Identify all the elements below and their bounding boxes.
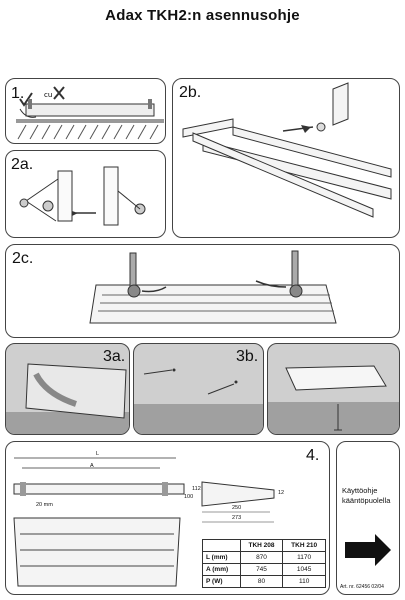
panel-step-2a: 2a. bbox=[5, 150, 166, 238]
panel-step-3b: 3b. bbox=[133, 343, 264, 435]
table-cell: 110 bbox=[282, 575, 326, 588]
table-header-row: TKH 208 TKH 210 bbox=[202, 539, 326, 552]
arrow-right-icon bbox=[345, 534, 391, 566]
panel-step-3c bbox=[267, 343, 400, 435]
step-3b-label: 3b. bbox=[236, 348, 259, 365]
step-2a-label: 2a. bbox=[11, 156, 34, 173]
table-header-cell: TKH 208 bbox=[239, 539, 284, 552]
table-row: A (mm) 745 1045 bbox=[202, 563, 326, 576]
step-2a-illustration bbox=[19, 166, 146, 226]
panel-step-3a: 3a. bbox=[5, 343, 130, 435]
dim-L: L bbox=[96, 451, 100, 457]
step-3a-illustration bbox=[6, 363, 129, 434]
step-1-label: 1. bbox=[11, 85, 25, 102]
table-row: L (mm) 870 1170 bbox=[202, 551, 326, 564]
step-2c-label: 2c. bbox=[12, 250, 34, 267]
step-3b-illustration bbox=[134, 368, 263, 434]
article-number: Art. nr. 62456 02/04 bbox=[340, 584, 384, 590]
table-cell: 870 bbox=[239, 551, 284, 564]
step-3a-label: 3a. bbox=[103, 348, 126, 365]
step-4-illustration bbox=[13, 457, 275, 587]
panel-step-4: 4. L A 20 mm 250 273 112 100 12 TKH 208 … bbox=[5, 441, 330, 595]
step-2b-label: 2b. bbox=[179, 84, 202, 101]
step-4-label: 4. bbox=[306, 447, 320, 464]
table-cell: P (W) bbox=[202, 575, 241, 588]
step-3c-illustration bbox=[268, 365, 399, 434]
step-2c-illustration bbox=[89, 250, 337, 324]
panel-step-2c: 2c. bbox=[5, 244, 400, 338]
panel-step-1: 1. cu bbox=[5, 78, 166, 144]
dim-12: 12 bbox=[278, 490, 285, 496]
dim-112: 112 bbox=[192, 486, 201, 492]
table-row: P (W) 80 110 bbox=[202, 575, 326, 588]
note-line-2: kääntöpuolella bbox=[342, 496, 391, 505]
page-title: Adax TKH2:n asennusohje bbox=[105, 7, 300, 24]
step-2b-illustration bbox=[182, 82, 392, 218]
table-cell: 80 bbox=[239, 575, 284, 588]
dim-20mm: 20 mm bbox=[36, 502, 53, 508]
table-cell: L (mm) bbox=[202, 551, 241, 564]
table-cell: 1045 bbox=[282, 563, 326, 576]
note-line-1: Käyttöohje bbox=[342, 486, 378, 495]
table-header-cell bbox=[202, 539, 241, 552]
dim-250: 250 bbox=[232, 505, 242, 511]
table-header-cell: TKH 210 bbox=[282, 539, 326, 552]
dim-A: A bbox=[90, 463, 94, 469]
panel-step-2b: 2b. bbox=[172, 78, 400, 238]
svg-text:cu: cu bbox=[44, 91, 52, 99]
table-cell: A (mm) bbox=[202, 563, 241, 576]
spec-table: TKH 208 TKH 210 L (mm) 870 1170 A (mm) 7… bbox=[202, 539, 326, 588]
table-cell: 1170 bbox=[282, 551, 326, 564]
step-1-illustration: cu bbox=[16, 86, 164, 140]
table-cell: 745 bbox=[239, 563, 284, 576]
dim-100: 100 bbox=[184, 494, 194, 500]
panel-note: Käyttöohje kääntöpuolella Art. nr. 62456… bbox=[336, 441, 400, 595]
dim-273: 273 bbox=[232, 515, 242, 521]
